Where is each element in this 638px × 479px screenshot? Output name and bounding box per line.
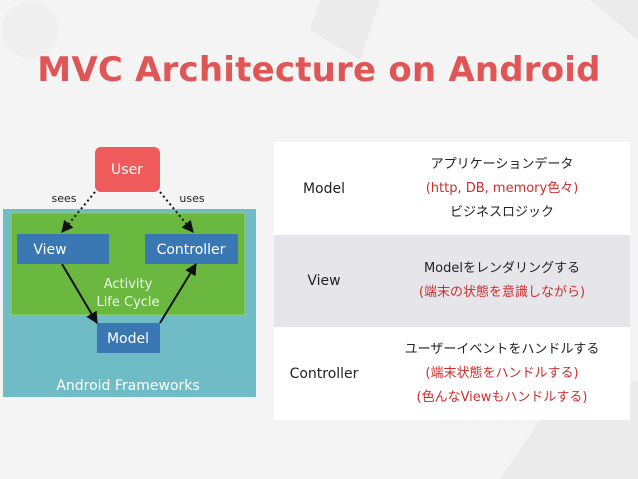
description-line: (端末状態をハンドルする)	[425, 365, 579, 381]
description-line: アプリケーションデータ	[430, 156, 574, 172]
uses-label: uses	[179, 192, 204, 205]
page-title: MVC Architecture on Android	[37, 50, 601, 90]
frameworks-label: Android Frameworks	[56, 378, 199, 394]
model-to-controller-arrow	[159, 262, 197, 324]
sees-arrow	[61, 191, 96, 233]
description-line: ビジネスロジック	[449, 204, 554, 220]
table-row-controller: Controller ユーザーイベントをハンドルする (端末状態をハンドルする)…	[274, 327, 630, 420]
table-row-name: Model	[302, 180, 346, 197]
description-line: (http, DB, memory色々)	[425, 180, 579, 196]
controller-label: Controller	[157, 242, 226, 258]
description-line: ユーザーイベントをハンドルする	[404, 341, 600, 357]
user-label: User	[111, 162, 143, 178]
table-row-description: Modelをレンダリングする (端末の状態を意識しながら)	[374, 257, 630, 305]
model-box	[97, 323, 160, 353]
sees-label: sees	[52, 192, 77, 205]
activity-label-line2: Life Cycle	[96, 295, 159, 310]
description-line: Modelをレンダリングする	[423, 261, 581, 276]
uses-arrow	[159, 191, 194, 233]
activity-label-line1: Activity	[104, 277, 153, 292]
user-box	[95, 147, 160, 192]
table-row-view: View Modelをレンダリングする (端末の状態を意識しながら)	[274, 235, 630, 327]
model-label: Model	[107, 331, 149, 347]
table-row-name: Controller	[289, 365, 359, 382]
view-to-model-arrow	[61, 263, 98, 325]
table-row-description: ユーザーイベントをハンドルする (端末状態をハンドルする) (色んなViewもハ…	[374, 338, 630, 410]
view-box	[17, 234, 109, 264]
mvc-table: Model アプリケーションデータ (http, DB, memory色々) ビ…	[274, 142, 630, 420]
mvc-diagram: Android Frameworks Activity Life Cycle U…	[3, 147, 256, 397]
description-line: (色んなViewもハンドルする)	[416, 389, 588, 405]
table-row-description: アプリケーションデータ (http, DB, memory色々) ビジネスロジッ…	[374, 153, 630, 225]
table-row-name: View	[307, 273, 341, 289]
table-row-model: Model アプリケーションデータ (http, DB, memory色々) ビ…	[274, 142, 630, 235]
controller-box	[145, 234, 238, 264]
view-label: View	[33, 242, 66, 258]
description-line: (端末の状態を意識しながら)	[418, 285, 586, 300]
